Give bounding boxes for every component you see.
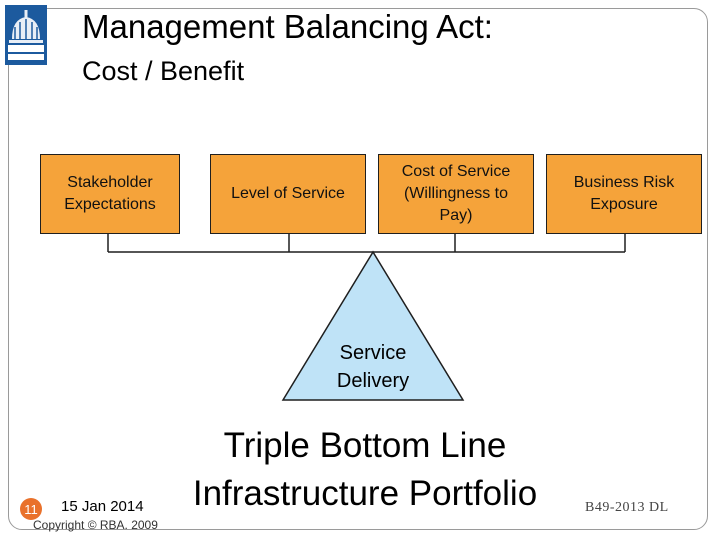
slide-number-badge: 11 <box>20 498 42 520</box>
footer-copyright: Copyright © RBA. 2009 <box>33 518 158 532</box>
footer-reference: B49-2013 DL <box>585 500 669 515</box>
level-of-service-box: Level of Service <box>210 154 366 234</box>
slide-title: Management Balancing Act: <box>82 8 493 45</box>
slide-frame <box>8 8 708 530</box>
portfolio-label: Triple Bottom Line Infrastructure Portfo… <box>192 426 538 513</box>
municipality-dome-logo <box>5 5 47 65</box>
slide-subtitle: Cost / Benefit <box>82 56 245 86</box>
cost-of-service-box: Cost of Service (Willingness to Pay) <box>378 154 534 234</box>
footer-date: 15 Jan 2014 <box>61 498 144 515</box>
service-delivery-triangle <box>281 250 465 401</box>
box-label: Stakeholder Expectations <box>64 174 156 213</box>
box-label: Level of Service <box>231 185 345 202</box>
box-label: Business Risk Exposure <box>573 174 675 213</box>
business-risk-exposure-box: Business Risk Exposure <box>546 154 702 234</box>
stakeholder-expectations-box: Stakeholder Expectations <box>40 154 180 234</box>
service-delivery-label: Service Delivery <box>336 342 410 392</box>
box-label: Cost of Service (Willingness to Pay) <box>401 163 511 224</box>
balance-beam <box>107 234 626 253</box>
